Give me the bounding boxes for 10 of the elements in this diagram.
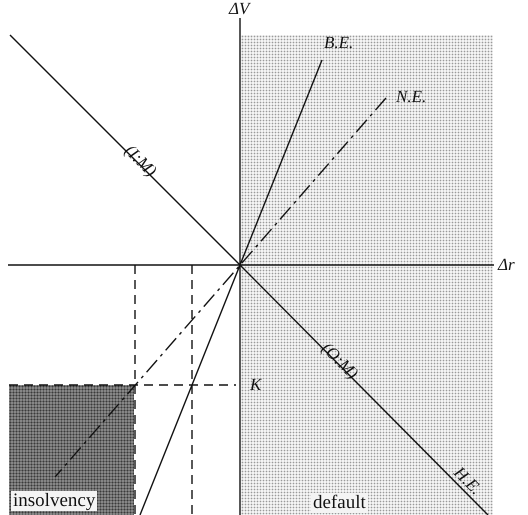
level-label: K bbox=[250, 376, 262, 394]
axis-label: ΔV bbox=[229, 0, 250, 18]
line-label: B.E. bbox=[324, 34, 354, 52]
shaded-region bbox=[9, 385, 134, 515]
line-label: H.E. bbox=[450, 464, 485, 498]
axis-label: Δr bbox=[498, 256, 515, 274]
region-label: default bbox=[311, 493, 368, 513]
line-label: N.E. bbox=[396, 88, 426, 106]
region-label: insolvency bbox=[11, 491, 98, 511]
shaded-region bbox=[241, 35, 493, 515]
